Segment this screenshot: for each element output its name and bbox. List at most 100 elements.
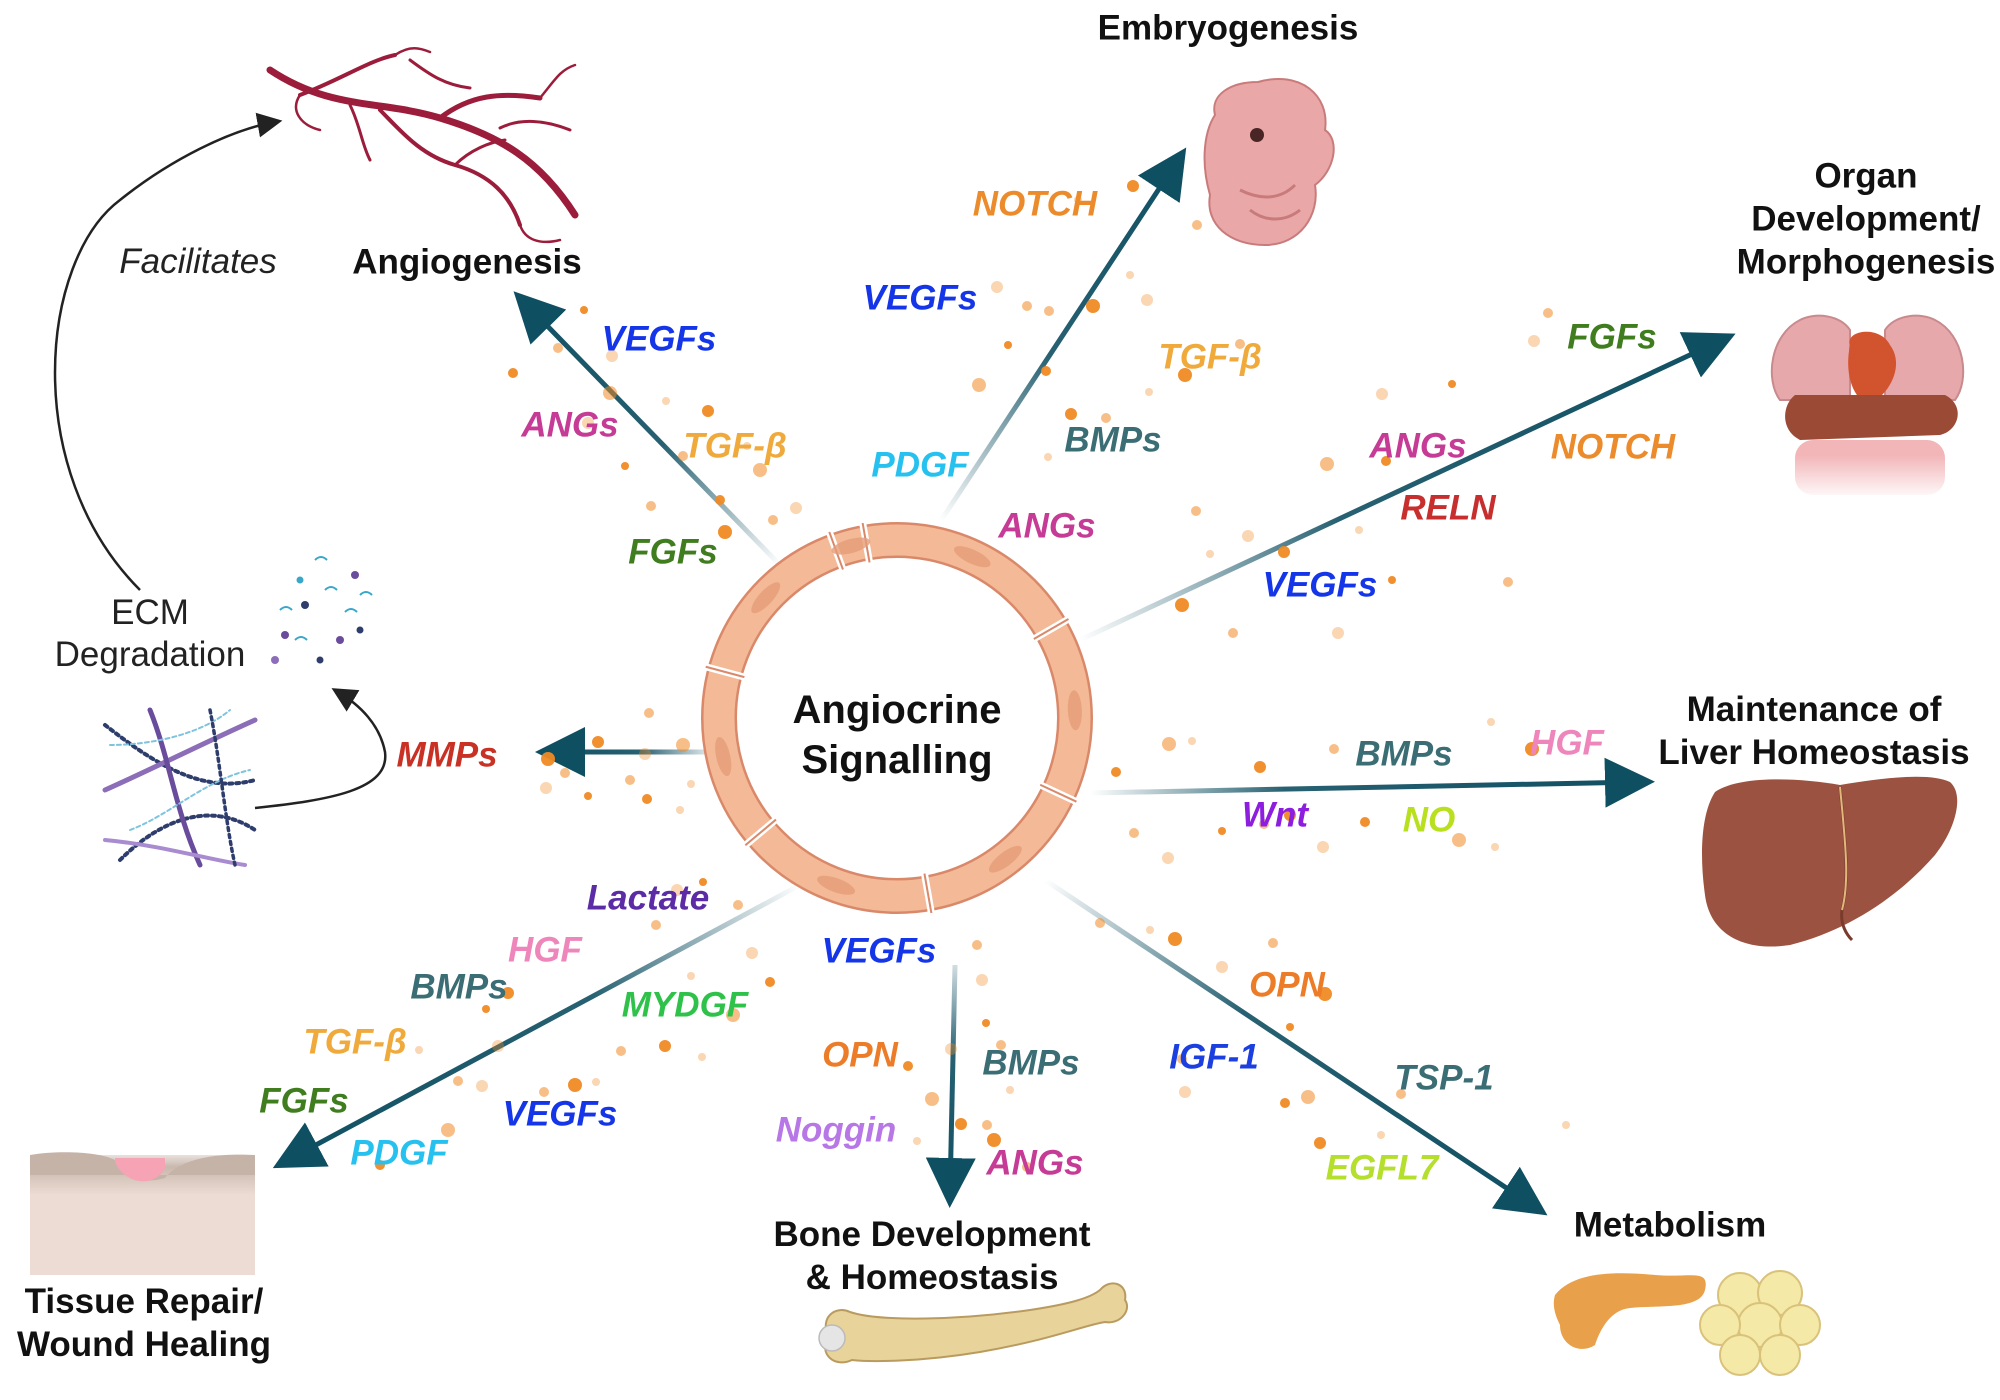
signal-dot — [687, 972, 695, 980]
signal-dot — [540, 782, 552, 794]
outcome-metabolism: Metabolism — [1573, 1205, 1767, 1245]
arrow-organ-development — [1078, 332, 1736, 643]
signal-dot — [1320, 457, 1334, 471]
signal-dot — [568, 1078, 582, 1092]
signal-dot — [415, 1046, 423, 1054]
signal-dot — [539, 1087, 549, 1097]
signal-dot — [603, 386, 617, 400]
ecm-network-illustration — [102, 707, 258, 868]
cell-junction-edge — [1033, 618, 1069, 640]
factor-liver-bmps: BMPs — [1355, 734, 1453, 774]
signal-dot — [625, 775, 635, 785]
factor-organ-fgfs: FGFs — [1567, 317, 1657, 357]
signal-dot — [1286, 1023, 1294, 1031]
signal-dot — [1191, 506, 1201, 516]
signal-dot — [982, 1120, 992, 1130]
signal-dot — [584, 792, 592, 800]
factor-tissue-vegfs: VEGFs — [502, 1094, 618, 1134]
factor-metabolism-tsp-1: TSP-1 — [1394, 1058, 1494, 1098]
factor-embryogenesis-bmps: BMPs — [1064, 420, 1162, 460]
factor-bone-angs: ANGs — [986, 1143, 1084, 1183]
signal-dot — [1095, 918, 1105, 928]
outcome-embryogenesis: Embryogenesis — [1097, 8, 1359, 48]
signal-dot — [1022, 301, 1032, 311]
signal-dot — [1074, 196, 1082, 204]
signal-dot — [687, 780, 695, 788]
factor-organ-vegfs: VEGFs — [1262, 565, 1378, 605]
factor-angiogenesis-fgfs: FGFs — [628, 532, 718, 572]
signal-dot — [476, 1080, 488, 1092]
signal-dot — [662, 397, 670, 405]
factor-metabolism-igf-1: IGF-1 — [1169, 1037, 1259, 1077]
signal-dot — [1126, 271, 1134, 279]
signal-dot — [1086, 299, 1100, 313]
signal-dot — [659, 1040, 671, 1052]
signal-dot — [903, 1061, 913, 1071]
signal-dot — [1396, 1089, 1406, 1099]
signal-dot — [1360, 817, 1370, 827]
signal-dot — [1175, 598, 1189, 612]
signal-dot — [1041, 366, 1051, 376]
signal-dot — [1329, 744, 1339, 754]
signal-dot — [1177, 1054, 1187, 1064]
factor-tissue-hgf: HGF — [508, 930, 582, 970]
signal-dot — [1317, 841, 1329, 853]
arrow-liver-homeostasis — [1089, 757, 1655, 808]
signal-dot — [753, 463, 767, 477]
signal-dot — [1111, 767, 1121, 777]
liver-illustration — [1702, 776, 1958, 947]
cell-nucleus — [831, 537, 871, 555]
factor-embryogenesis-tgf-: TGF-β — [1158, 337, 1262, 377]
blood-vessels-illustration — [266, 47, 579, 244]
signal-dot — [972, 378, 986, 392]
signal-dot — [553, 343, 563, 353]
signal-dot — [746, 947, 758, 959]
arrow-metabolism — [1043, 877, 1548, 1216]
signal-dot — [1280, 1098, 1290, 1108]
cell-junction-edge — [1039, 783, 1077, 803]
signal-dot — [1145, 388, 1153, 396]
arrow-embryogenesis — [937, 147, 1187, 524]
cell-nucleus — [988, 845, 1022, 873]
signal-dot — [765, 977, 775, 987]
signal-dot — [955, 1118, 967, 1130]
signal-dot — [1141, 294, 1153, 306]
signal-dot — [502, 987, 514, 999]
signal-dot — [1562, 1121, 1570, 1129]
arrow-ecm-degradation — [254, 688, 387, 810]
signal-dot — [1314, 1137, 1326, 1149]
signal-dot — [1376, 388, 1388, 400]
factor-bone-opn: OPN — [822, 1035, 898, 1075]
factor-embryogenesis-notch: NOTCH — [972, 184, 1098, 224]
signal-dot — [651, 920, 661, 930]
signal-dot — [1284, 809, 1296, 821]
signal-dot — [560, 768, 570, 778]
factor-ecm-mmps: MMPs — [396, 735, 498, 775]
factor-organ-reln: RELN — [1400, 488, 1496, 528]
factor-embryogenesis-angs: ANGs — [998, 506, 1096, 546]
signal-molecule-dots — [375, 180, 1570, 1172]
signal-dot — [678, 451, 688, 461]
signal-dot — [541, 752, 555, 766]
factor-liver-no: NO — [1402, 800, 1456, 840]
signal-dot — [1129, 828, 1139, 838]
adipocytes-illustration — [1699, 1270, 1821, 1376]
arrow-facilitates — [53, 112, 283, 591]
signal-dot — [1127, 180, 1139, 192]
signal-dot — [1528, 335, 1540, 347]
signal-dot — [1162, 737, 1176, 751]
signal-dot — [1206, 550, 1214, 558]
signal-dot — [1388, 576, 1396, 584]
signal-dot — [492, 1040, 504, 1052]
factor-tissue-lactate: Lactate — [586, 878, 710, 918]
factor-organ-notch: NOTCH — [1550, 427, 1676, 467]
signal-dot — [453, 1076, 463, 1086]
signal-dot — [1188, 737, 1196, 745]
factor-bone-noggin: Noggin — [775, 1110, 897, 1150]
signal-dot — [972, 940, 982, 950]
arrow-angiogenesis — [513, 291, 782, 567]
signal-dot — [1218, 827, 1226, 835]
signal-dot — [441, 1123, 455, 1137]
signal-dot — [1268, 938, 1278, 948]
signal-dot — [1525, 742, 1539, 756]
